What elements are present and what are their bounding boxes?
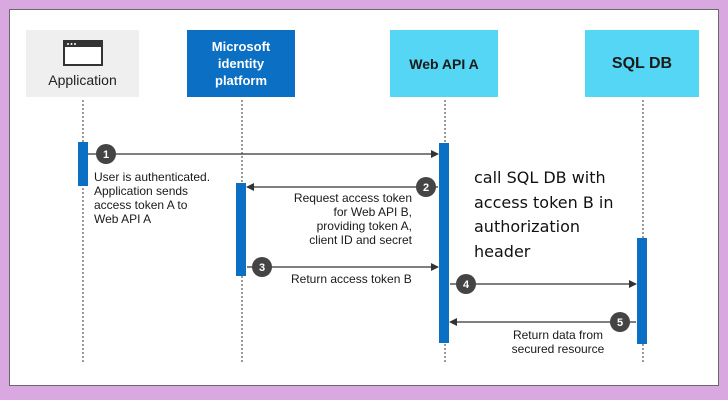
identity-label-line-1: Microsoft [211,39,271,54]
step-badge-5-circle [610,312,630,332]
step-1-line-4: Web API A [94,212,152,226]
activation-application [78,142,88,186]
annotation-note: call SQL DB with access token B in autho… [474,166,613,264]
step-badge-4-circle [456,274,476,294]
activation-identity [236,183,246,276]
step-3-line-1: Return access token B [291,272,412,286]
step-badge-4-number: 4 [463,279,470,291]
step-badge-1-circle [96,144,116,164]
note-line-4: header [474,241,531,261]
web-api-label: Web API A [409,55,479,72]
step-badge-2-number: 2 [423,182,429,194]
inner-border-right [718,9,719,386]
step-badge-3-circle [252,257,272,277]
step-2-line-2: for Web API B, [333,205,412,219]
step-2-line-4: client ID and secret [309,233,412,247]
frame-top [0,0,728,9]
inner-border-top [9,9,719,10]
step-badge-1: 1 [96,144,116,164]
step-1-text: User is authenticated. Application sends… [94,170,210,226]
step-2-line-3: providing token A, [316,219,412,233]
step-2-text: Request access token for Web API B, prov… [262,191,412,247]
step-badge-3: 3 [252,257,272,277]
identity-label-line-3: platform [215,73,267,88]
lifeline-application [82,100,84,362]
step-5-line-2: secured resource [511,342,605,356]
step-1-line-1: User is authenticated. [94,170,211,184]
frame-right [719,0,728,400]
step-badge-1-number: 1 [103,149,109,161]
note-line-2: access token B in [474,192,614,212]
sql-db-label: SQL DB [611,54,673,72]
browser-window-icon [62,39,103,66]
note-line-3: authorization [474,217,581,236]
step-badge-2-circle [416,177,436,197]
frame-left [0,0,9,400]
step-5-line-1: Return data from [512,328,604,342]
participant-application: Application [26,30,139,97]
step-5-text: Return data from secured resource [498,328,618,356]
step-badge-5-number: 5 [617,317,623,329]
step-1-line-3: access token A to [94,198,188,212]
participant-identity-platform: Microsoft identity platform [187,30,295,97]
inner-border-left [9,9,10,386]
step-badge-5: 5 [610,312,630,332]
participant-web-api-a: Web API A [390,30,498,97]
activation-web-api [439,143,449,343]
step-2-line-1: Request access token [293,191,412,205]
step-badge-4: 4 [456,274,476,294]
application-label: Application [48,71,117,88]
participant-sql-db: SQL DB [585,30,699,97]
lifeline-sql-db [642,100,644,362]
frame-bottom [0,386,728,400]
step-badge-2: 2 [416,177,436,197]
note-line-1: call SQL DB with [474,168,606,187]
activation-sql-db [637,238,647,344]
step-3-text: Return access token B [291,272,412,286]
inner-border-bottom [9,385,719,386]
step-1-line-2: Application sends [94,184,189,198]
step-badge-3-number: 3 [259,262,265,274]
identity-label-line-2: identity [217,56,265,71]
